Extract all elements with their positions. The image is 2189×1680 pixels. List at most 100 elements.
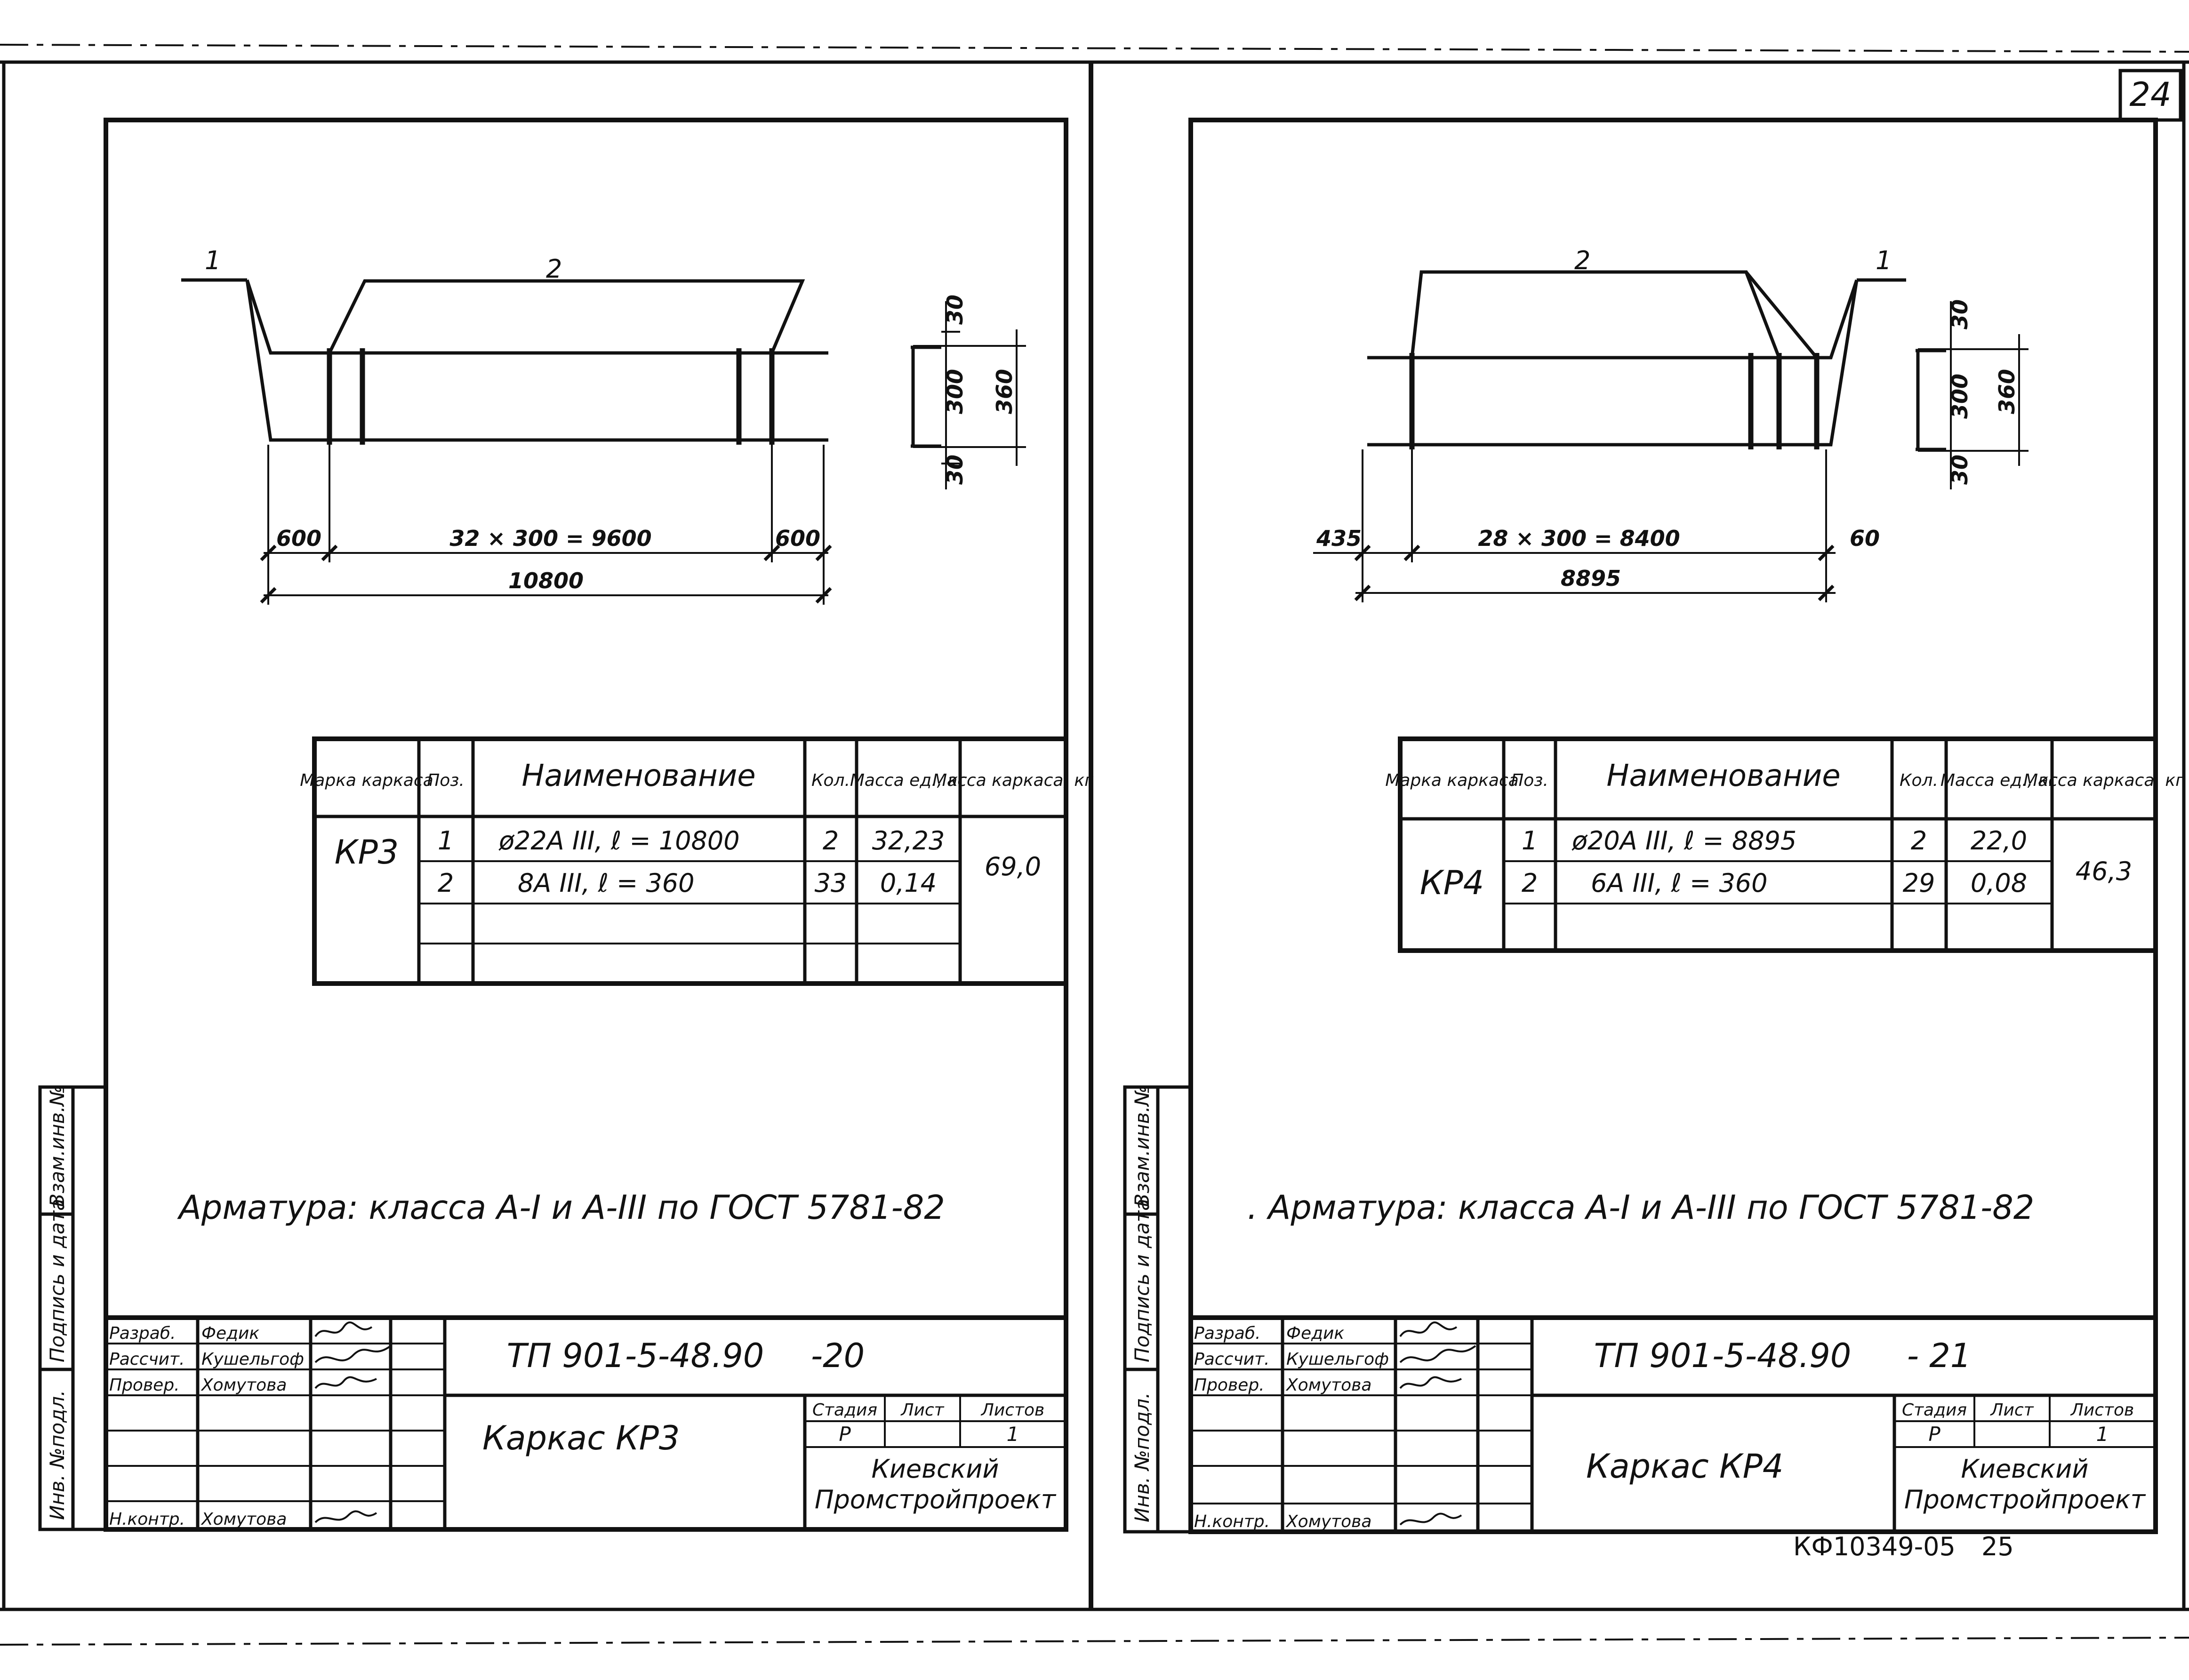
sheets-value: 1: [1007, 1423, 1019, 1446]
row2-qty: 33: [815, 868, 847, 898]
th-name: Наименование: [521, 759, 755, 793]
dim-top: 30: [1947, 299, 1973, 329]
doc-suffix: -20: [811, 1336, 865, 1375]
sheet-number-box: 24: [2118, 69, 2182, 122]
name-calculator: Кушельгоф: [1286, 1350, 1389, 1369]
dim-inner: 300: [1947, 374, 1973, 419]
dim-mid: 32 × 300 = 9600: [449, 526, 651, 551]
role-checker: Провер.: [109, 1376, 180, 1395]
th-mark: Марка каркаса: [300, 771, 433, 790]
reinforcement-note: . Арматура: класса А-I и А-III по ГОСТ 5…: [1247, 1188, 2034, 1227]
row1-qty: 2: [823, 826, 839, 856]
side-label-vzam: Взам.инв.№: [1131, 1086, 1154, 1207]
stage-label: Стадия: [812, 1400, 877, 1420]
th-pos: Поз.: [1511, 771, 1548, 790]
row2-pos: 2: [1522, 868, 1538, 898]
right-side-strip: Взам.инв.№ Подпись и дата Инв. №подл.: [1123, 1085, 1193, 1534]
org-line1: Киевский: [872, 1454, 999, 1484]
sheet-border: [0, 44, 2189, 1646]
row1-name: ø20А III, ℓ = 8895: [1572, 826, 1796, 856]
left-drawing: Взам.инв.№ Подпись и дата Инв. №подл. 1 …: [38, 118, 1094, 1532]
sheet-number: 24: [2129, 75, 2171, 114]
dim-total: 8895: [1561, 566, 1621, 591]
name-developer: Федик: [1286, 1324, 1344, 1343]
row1-mass: 32,23: [872, 826, 945, 856]
row1-name: ø22А III, ℓ = 10800: [498, 826, 740, 856]
left-cage-sketch: 1 2 600 32 × 300 = 9600 600 10800: [181, 246, 1026, 605]
pos2-label: 2: [546, 254, 562, 284]
side-label-podpis: Подпись и дата: [1131, 1199, 1154, 1362]
name-norm-control: Хомутова: [200, 1510, 287, 1529]
dim-bottom: 30: [1947, 455, 1973, 485]
dim-bottom: 30: [942, 455, 968, 485]
signature: [1399, 1321, 1476, 1526]
total-mass: 46,3: [2076, 856, 2132, 886]
left-side-strip: Взам.инв.№ Подпись и дата Инв. №подл.: [38, 1085, 108, 1531]
name-checker: Хомутова: [1285, 1376, 1371, 1395]
dim-mid: 28 × 300 = 8400: [1478, 526, 1680, 551]
row2-name: 6А III, ℓ = 360: [1591, 868, 1768, 898]
name-calculator: Кушельгоф: [201, 1350, 304, 1369]
role-checker: Провер.: [1194, 1376, 1265, 1395]
row1-pos: 1: [438, 826, 454, 856]
th-qty: Кол.: [1900, 771, 1938, 790]
th-mark: Марка каркаса: [1385, 771, 1519, 790]
role-norm-control: Н.контр.: [1194, 1512, 1270, 1531]
th-mass: Масса ед., кг: [1940, 771, 2058, 790]
sheet-label: Лист: [900, 1400, 944, 1420]
name-developer: Федик: [201, 1324, 259, 1343]
row2-qty: 29: [1903, 868, 1935, 898]
th-pos: Поз.: [427, 771, 465, 790]
sheets-label: Листов: [2070, 1400, 2134, 1420]
th-name: Наименование: [1606, 759, 1840, 793]
dim-height: 360: [992, 369, 1017, 414]
stage-label: Стадия: [1902, 1400, 1967, 1420]
row2-pos: 2: [438, 868, 454, 898]
pos1-label: 1: [205, 246, 221, 275]
th-mass: Масса ед., кг: [850, 771, 967, 790]
right-title-block: Разраб. Рассчит. Провер. Н.контр. Федик …: [1188, 1315, 2158, 1534]
sheets-label: Листов: [980, 1400, 1044, 1420]
role-calculator: Рассчит.: [1194, 1350, 1269, 1369]
archive-page: 25: [1981, 1532, 2014, 1561]
stage-value: Р: [1928, 1423, 1940, 1446]
th-qty: Кол.: [811, 771, 850, 790]
row1-mass: 22,0: [1971, 826, 2027, 856]
dim-left: 435: [1316, 526, 1362, 551]
dim-left: 600: [276, 526, 321, 551]
left-spec-table: Марка каркаса Поз. Наименование Кол. Мас…: [300, 736, 1094, 986]
archive-code: КФ10349-05: [1793, 1532, 1956, 1561]
org-line2: Промстройпроект: [1904, 1485, 2146, 1514]
dim-top: 30: [942, 295, 968, 325]
org-line1: Киевский: [1961, 1454, 2089, 1484]
sheets-value: 1: [2096, 1423, 2109, 1446]
side-label-inv: Инв. №подл.: [1131, 1392, 1154, 1522]
right-cage-sketch: 1 2 435 28 × 300 = 8400 60 8895 30 30: [1313, 246, 2029, 602]
stage-value: Р: [839, 1423, 851, 1446]
th-total: Масса каркаса, кг: [2023, 771, 2185, 790]
th-total: Масса каркаса, кг: [932, 771, 1094, 790]
role-developer: Разраб.: [109, 1324, 176, 1343]
dim-inner: 300: [942, 369, 968, 414]
cage-mark: КР3: [335, 833, 399, 872]
row1-qty: 2: [1911, 826, 1927, 856]
name-norm-control: Хомутова: [1285, 1512, 1371, 1531]
role-developer: Разраб.: [1194, 1324, 1260, 1343]
left-title-block: Разраб. Рассчит. Провер. Н.контр. Федик …: [104, 1315, 1068, 1532]
side-label-podpis: Подпись и дата: [46, 1199, 69, 1362]
role-norm-control: Н.контр.: [109, 1510, 185, 1529]
doc-code: ТП 901-5-48.90: [507, 1336, 764, 1375]
side-label-vzam: Взам.инв.№: [46, 1086, 69, 1207]
right-spec-table: Марка каркаса Поз. Наименование Кол. Мас…: [1385, 736, 2185, 953]
reinforcement-note: Арматура: класса А-I и А-III по ГОСТ 578…: [177, 1188, 945, 1227]
drawing-title: Каркас КР4: [1586, 1447, 1783, 1486]
pos2-label: 2: [1574, 246, 1590, 275]
org-line2: Промстройпроект: [815, 1485, 1057, 1514]
doc-code: ТП 901-5-48.90: [1594, 1336, 1852, 1375]
doc-suffix: - 21: [1907, 1336, 1972, 1375]
drawing-title: Каркас КР3: [482, 1419, 680, 1457]
dim-height: 360: [1994, 369, 2020, 414]
signature: [314, 1321, 392, 1523]
row2-name: 8А III, ℓ = 360: [518, 868, 695, 898]
